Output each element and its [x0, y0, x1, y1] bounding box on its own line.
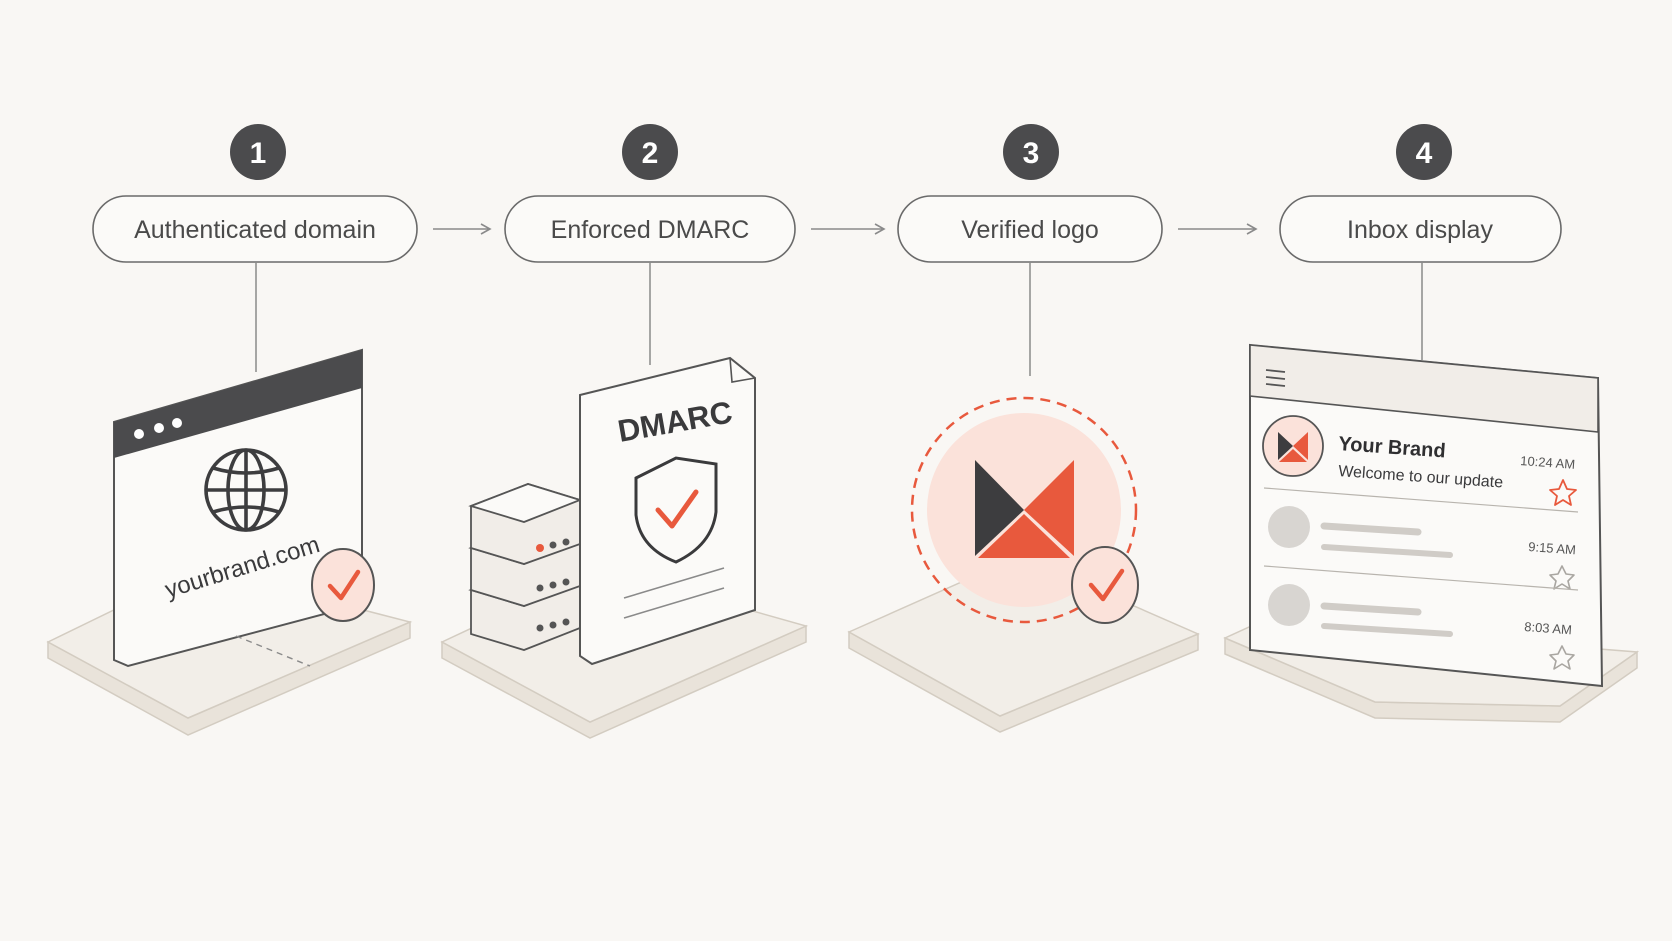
browser-dot-2: [154, 423, 164, 433]
avatar-logo-dark: [1278, 432, 1293, 460]
server-led-red: [536, 544, 544, 552]
email-3-line-1: [1320, 602, 1422, 616]
email-2-line-2: [1321, 544, 1453, 558]
step-2-label: Enforced DMARC: [551, 216, 750, 244]
step-1-number-badge: [230, 124, 286, 180]
server-led-3b: [549, 621, 557, 629]
step-4-number: 4: [1416, 137, 1433, 170]
brand-logo-badge-icon: [847, 396, 1200, 733]
server-led-2b: [549, 581, 557, 589]
logo-dark-triangle: [975, 460, 1024, 556]
dmarc-document-fold: [729, 357, 756, 383]
step-3-check-icon: [1088, 568, 1125, 602]
browser-dot-3: [172, 418, 182, 428]
email-2-avatar: [1268, 506, 1310, 548]
email-2-star-icon[interactable]: [1549, 565, 1575, 590]
logo-dashed-ring: [910, 396, 1138, 624]
step-3-header: 3 Verified logo: [897, 124, 1163, 376]
server-led-3c: [562, 618, 570, 626]
dmarc-shield-document-icon: DMARC: [440, 356, 809, 739]
dmarc-shield-icon: [634, 456, 718, 564]
server-led-1b: [549, 541, 557, 549]
inbox-header-bar: [1249, 344, 1599, 433]
avatar-logo-orange: [1293, 432, 1308, 460]
logo-orange-shape: [1024, 460, 1074, 556]
step-4-header: 4 Inbox display: [1279, 124, 1562, 360]
step-1-number: 1: [250, 137, 267, 170]
email-divider-2: [1263, 565, 1579, 591]
globe-icon: [204, 448, 288, 532]
step-2-header: 2 Enforced DMARC: [504, 124, 796, 365]
avatar-logo-base: [1279, 449, 1307, 462]
server-stack-icon: [468, 483, 583, 651]
email-3-time: 8:03 AM: [1524, 619, 1573, 637]
dmarc-doc-line-2: [623, 587, 725, 619]
email-2-line-1: [1320, 522, 1422, 536]
step-4-label: Inbox display: [1347, 216, 1493, 244]
step-3-number-badge: [1003, 124, 1059, 180]
email-3-line-2: [1321, 623, 1453, 637]
browser-title-bar: [114, 350, 362, 458]
email-row-2[interactable]: 9:15 AM: [1268, 506, 1577, 590]
server-led-1c: [562, 538, 570, 546]
step-1-header: 1 Authenticated domain: [92, 124, 418, 372]
logo-orange-base: [978, 514, 1070, 558]
step-1-label-pill: [92, 195, 418, 263]
email-2-time: 9:15 AM: [1528, 539, 1577, 557]
step-2-check-icon: [655, 489, 699, 529]
email-row-3[interactable]: 8:03 AM: [1268, 584, 1575, 670]
email-1-star-icon[interactable]: [1549, 479, 1577, 506]
server-led-2a: [536, 584, 544, 592]
step-3-check-badge: [1071, 546, 1139, 624]
browser-dot-1: [134, 429, 144, 439]
browser-globe-icon: yourbrand.com: [46, 348, 413, 736]
step-1-check-badge: [311, 548, 375, 622]
browser-dashed-guide: [235, 635, 311, 667]
step-3-label: Verified logo: [961, 216, 1099, 244]
menu-icon[interactable]: [1265, 369, 1286, 387]
step-4-number-badge: [1396, 124, 1452, 180]
email-3-avatar: [1268, 584, 1310, 626]
inbox-window-icon: Your Brand Welcome to our update 10:24 A…: [1223, 343, 1640, 723]
step-1-label: Authenticated domain: [134, 216, 376, 244]
email-3-star-icon[interactable]: [1549, 645, 1575, 670]
step-2-number: 2: [642, 137, 659, 170]
step-3-number: 3: [1023, 137, 1040, 170]
email-divider-1: [1263, 487, 1579, 513]
step-2-number-badge: [622, 124, 678, 180]
server-led-3a: [536, 624, 544, 632]
step-4-label-pill: [1279, 195, 1562, 263]
server-led-2c: [562, 578, 570, 586]
dmarc-doc-line-1: [623, 567, 725, 599]
email-1-time: 10:24 AM: [1520, 453, 1576, 472]
step-1-check-icon: [327, 569, 361, 601]
